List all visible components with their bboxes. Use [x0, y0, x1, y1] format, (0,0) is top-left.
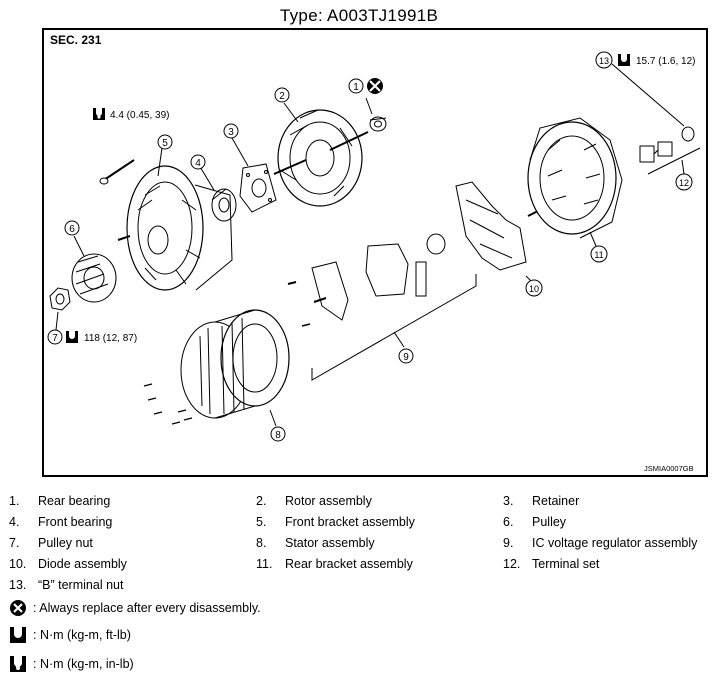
callout-5: 5 [157, 134, 173, 150]
callout-9: 9 [398, 348, 414, 364]
stator-assembly-part [180, 309, 290, 419]
pulley-part [71, 253, 117, 303]
part-number: 6. [503, 515, 514, 529]
part-number: 4. [9, 515, 20, 529]
terminal-set-part [639, 126, 695, 163]
torque-inlb-icon [10, 656, 26, 672]
part-name: Rear bearing [38, 494, 111, 508]
svg-text:8: 8 [275, 430, 281, 441]
torque-inlb-icon [93, 108, 105, 120]
figure-id: JSMIA0007GB [644, 464, 694, 473]
callout-3: 3 [223, 123, 239, 139]
part-number: 10. [9, 557, 27, 571]
callout-1: 1 [348, 78, 364, 94]
torque-terminal-nut: 15.7 (1.6, 12) [636, 56, 695, 67]
part-number: 1. [9, 494, 20, 508]
part-name: Front bracket assembly [285, 515, 415, 529]
torque-front-bolt: 4.4 (0.45, 39) [110, 110, 169, 121]
callout-7: 7 [47, 329, 63, 345]
callout-6: 6 [64, 220, 80, 236]
symbol-legend-ftlb: : N·m (kg-m, ft-lb) [9, 626, 131, 644]
callout-13: 13 [595, 51, 613, 69]
symbol-description: : N·m (kg-m, in-lb) [33, 657, 134, 671]
svg-text:5: 5 [162, 138, 168, 149]
svg-text:12: 12 [679, 178, 689, 188]
part-name: IC voltage regulator assembly [532, 536, 698, 550]
symbol-description: : Always replace after every disassembly… [33, 601, 261, 615]
torque-ftlb-icon [10, 627, 26, 643]
symbol-legend-inlb: : N·m (kg-m, in-lb) [9, 655, 134, 673]
rear-bracket-part [527, 117, 623, 239]
svg-text:6: 6 [69, 224, 75, 235]
svg-text:2: 2 [279, 91, 285, 102]
page-title: Type: A003TJ1991B [279, 6, 439, 25]
part-number: 7. [9, 536, 20, 550]
callout-11: 11 [590, 245, 608, 263]
part-number: 2. [256, 494, 267, 508]
part-name: Terminal set [532, 557, 600, 571]
ic-regulator-part [287, 233, 446, 327]
part-name: Rotor assembly [285, 494, 372, 508]
part-name: Stator assembly [285, 536, 375, 550]
part-number: 9. [503, 536, 514, 550]
section-label: SEC. 231 [50, 33, 102, 47]
symbol-description: : N·m (kg-m, ft-lb) [33, 628, 131, 642]
replace-icon [367, 78, 383, 94]
callout-4: 4 [190, 154, 206, 170]
part-name: Pulley [532, 515, 567, 529]
callout-8: 8 [270, 426, 286, 442]
part-number: 5. [256, 515, 267, 529]
part-name: Pulley nut [38, 536, 93, 550]
callout-10: 10 [525, 279, 543, 297]
replace-icon [10, 600, 26, 616]
callout-12: 12 [675, 173, 693, 191]
part-number: 8. [256, 536, 267, 550]
stator-screws [143, 383, 193, 425]
svg-text:4: 4 [195, 158, 201, 169]
pulley-nut-part [49, 287, 71, 311]
part-number: 11. [256, 557, 273, 571]
part-name: “B” terminal nut [38, 578, 124, 592]
torque-ftlb-icon [618, 54, 630, 66]
part-number: 12. [503, 557, 521, 571]
svg-text:1: 1 [353, 82, 359, 93]
part-name: Rear bracket assembly [285, 557, 413, 571]
symbol-legend-replace: : Always replace after every disassembly… [9, 599, 261, 617]
svg-text:7: 7 [52, 333, 58, 344]
rear-bearing-part [369, 116, 387, 132]
svg-text:11: 11 [594, 250, 603, 260]
rotor-assembly-part [273, 109, 369, 207]
retainer-part [239, 163, 277, 213]
front-bolt-part [99, 159, 135, 185]
svg-text:10: 10 [529, 284, 539, 294]
part-number: 3. [503, 494, 514, 508]
parts-legend: 1. Rear bearing 2. Rotor assembly 3. Ret… [0, 494, 718, 594]
svg-text:13: 13 [599, 56, 609, 66]
part-number: 13. [9, 578, 27, 592]
part-name: Front bearing [38, 515, 113, 529]
torque-pulley-nut: 118 (12, 87) [84, 333, 137, 344]
front-bracket-part [117, 165, 233, 291]
svg-text:3: 3 [228, 127, 234, 138]
part-name: Diode assembly [38, 557, 127, 571]
torque-ftlb-icon [66, 331, 78, 343]
diagram-frame [42, 28, 708, 477]
svg-text:9: 9 [403, 352, 409, 363]
part-name: Retainer [532, 494, 580, 508]
callout-2: 2 [274, 87, 290, 103]
